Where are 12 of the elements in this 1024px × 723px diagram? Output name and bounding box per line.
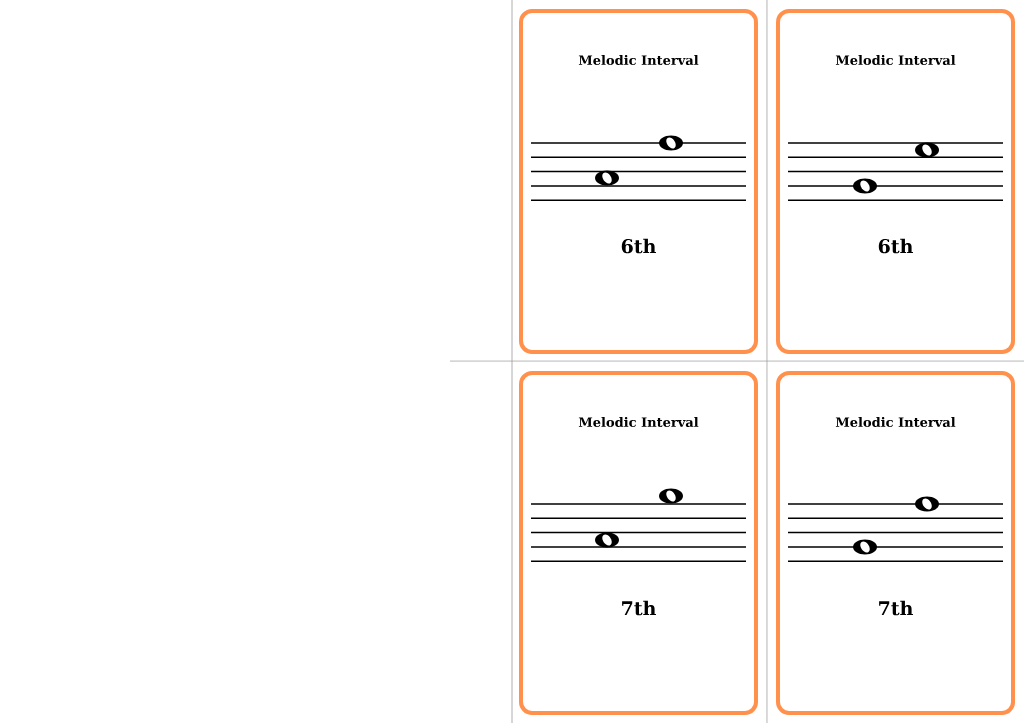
- card: Melodic Interval 6th: [519, 9, 758, 354]
- node-label: Melodic Interval: [835, 416, 956, 428]
- node-label: 7th: [622, 600, 656, 616]
- card: Melodic Interval 7th: [776, 371, 1015, 715]
- card: Melodic Interval 7th: [519, 371, 758, 715]
- node-label: 6th: [621, 238, 656, 254]
- node-label: 7th: [879, 600, 913, 616]
- card: Melodic Interval 6th: [776, 9, 1015, 354]
- node-label: Melodic Interval: [578, 416, 699, 428]
- node-label: Melodic Interval: [835, 54, 956, 66]
- node-label: 6th: [878, 238, 913, 254]
- node-label: Melodic Interval: [578, 54, 699, 66]
